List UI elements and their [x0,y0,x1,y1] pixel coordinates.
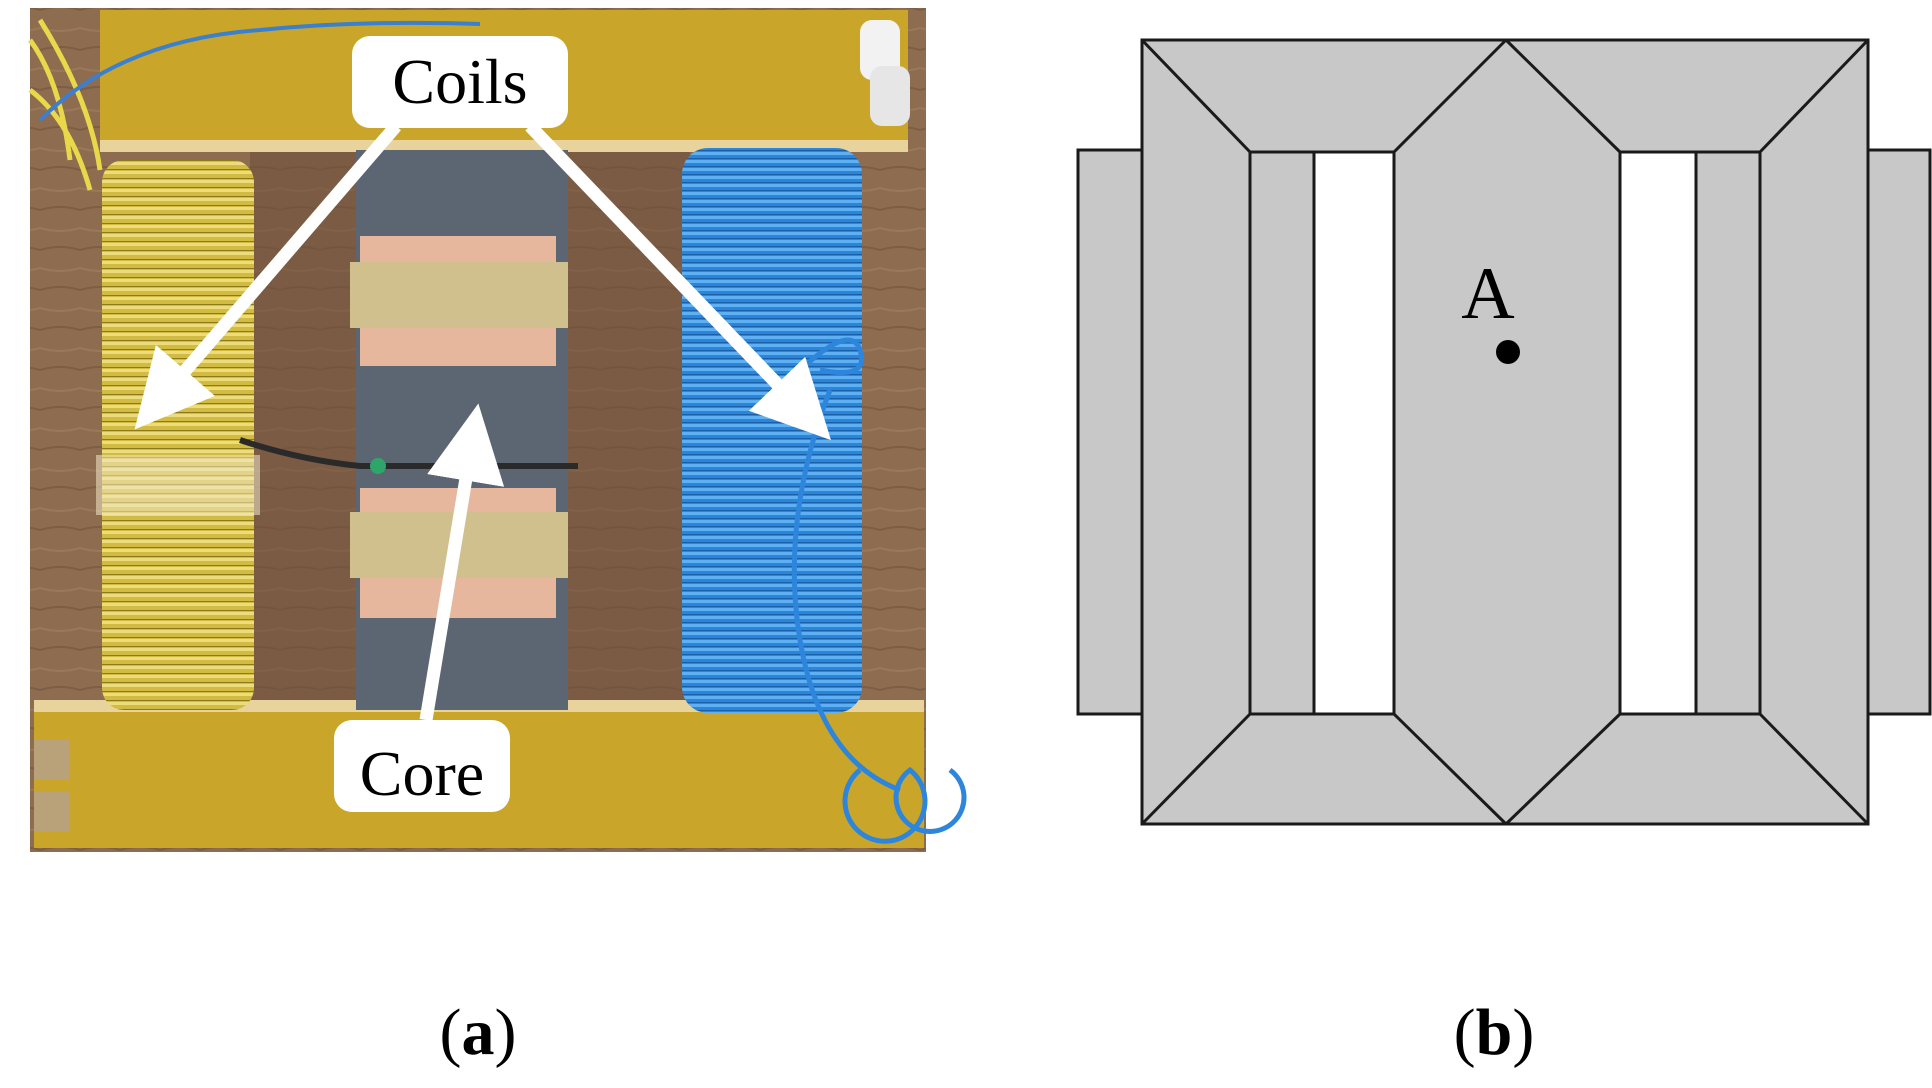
core-wood-tape-upper [350,262,568,328]
terminal-post-2 [870,66,910,126]
core-arrow [419,403,505,722]
yellow-coil [102,160,254,710]
photo-core-limb [356,150,568,710]
yellow-lead-wires [27,18,103,191]
miter-top-center-left [1392,38,1508,154]
caption-a: (a) [440,996,517,1069]
coils-arrow-left [134,121,401,430]
miter-top-center-right [1504,38,1622,154]
left-yoke-extension [1076,148,1144,716]
caption-b-letter: b [1476,996,1513,1069]
panel-a-photo: Coils Core [27,8,967,852]
point-a-dot [1496,340,1520,364]
left-window [1312,150,1396,716]
caption-a-open: ( [440,996,462,1069]
core-wire-clip [370,458,386,474]
caption-b: (b) [1454,996,1535,1069]
blue-coil [682,148,862,713]
coils-callout: Coils [352,36,568,128]
blue-wire-coil-bottom [842,766,967,844]
miter-top-right [1758,38,1870,154]
core-callout-box [334,720,510,812]
caption-b-close: ) [1512,996,1534,1069]
miter-bottom-center-right [1504,712,1622,826]
core-cross-wire [239,437,578,469]
bolt-bottom-left-1 [34,740,70,780]
point-a-marker: A [1461,253,1520,364]
coils-callout-box [352,36,568,128]
miter-bottom-right [1758,712,1870,826]
point-a-label: A [1461,253,1514,335]
right-gap-strip [1694,150,1762,716]
right-window [1618,150,1698,716]
miter-bottom-center-left [1392,712,1508,826]
miter-top-left [1140,38,1252,154]
core-callout: Core [334,720,510,812]
coils-arrow-right [525,121,831,441]
coils-callout-text: Coils [392,46,527,117]
caption-b-open: ( [1454,996,1476,1069]
core-callout-text: Core [360,738,484,809]
blue-lead-wire-top [38,20,481,122]
panel-b-core-diagram [1076,38,1932,826]
miter-bottom-left [1140,712,1252,826]
left-gap-strip [1248,150,1316,716]
bolt-bottom-left-2 [34,792,70,832]
blue-lead-wire [788,337,901,793]
yellow-coil-wrap [96,455,260,515]
caption-a-letter: a [462,996,495,1069]
caption-a-close: ) [495,996,517,1069]
right-yoke-extension [1864,148,1932,716]
terminal-post-1 [860,20,900,80]
